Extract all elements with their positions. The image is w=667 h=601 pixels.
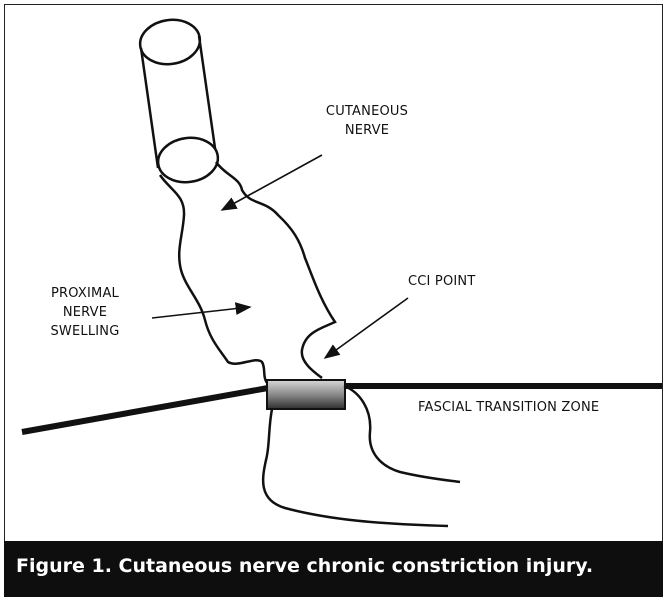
constriction-band [267,380,345,409]
label-cutaneous-line1: CUTANEOUS [312,102,422,121]
label-cutaneous-nerve: CUTANEOUS NERVE [312,102,422,140]
arrow-cci-point [325,298,408,358]
label-fascial-text: FASCIAL TRANSITION ZONE [418,398,658,417]
caption-text: Figure 1. Cutaneous nerve chronic constr… [16,555,593,577]
nerve-cylinder [137,16,221,186]
label-cci-point-text: CCI POINT [408,272,518,291]
figure-caption: Figure 1. Cutaneous nerve chronic constr… [4,541,663,597]
label-proximal-line2: NERVE [20,303,150,322]
label-proximal-line1: PROXIMAL [20,284,150,303]
label-proximal-swelling: PROXIMAL NERVE SWELLING [20,284,150,341]
label-cutaneous-line2: NERVE [312,121,422,140]
label-fascial-transition-zone: FASCIAL TRANSITION ZONE [418,398,658,417]
label-cci-point: CCI POINT [408,272,518,291]
label-proximal-line3: SWELLING [20,322,150,341]
distal-nerve-left [263,409,448,526]
nerve-body-right-outline [216,162,335,378]
fascia-line-left [22,388,268,432]
nerve-body-left-outline [160,175,268,384]
